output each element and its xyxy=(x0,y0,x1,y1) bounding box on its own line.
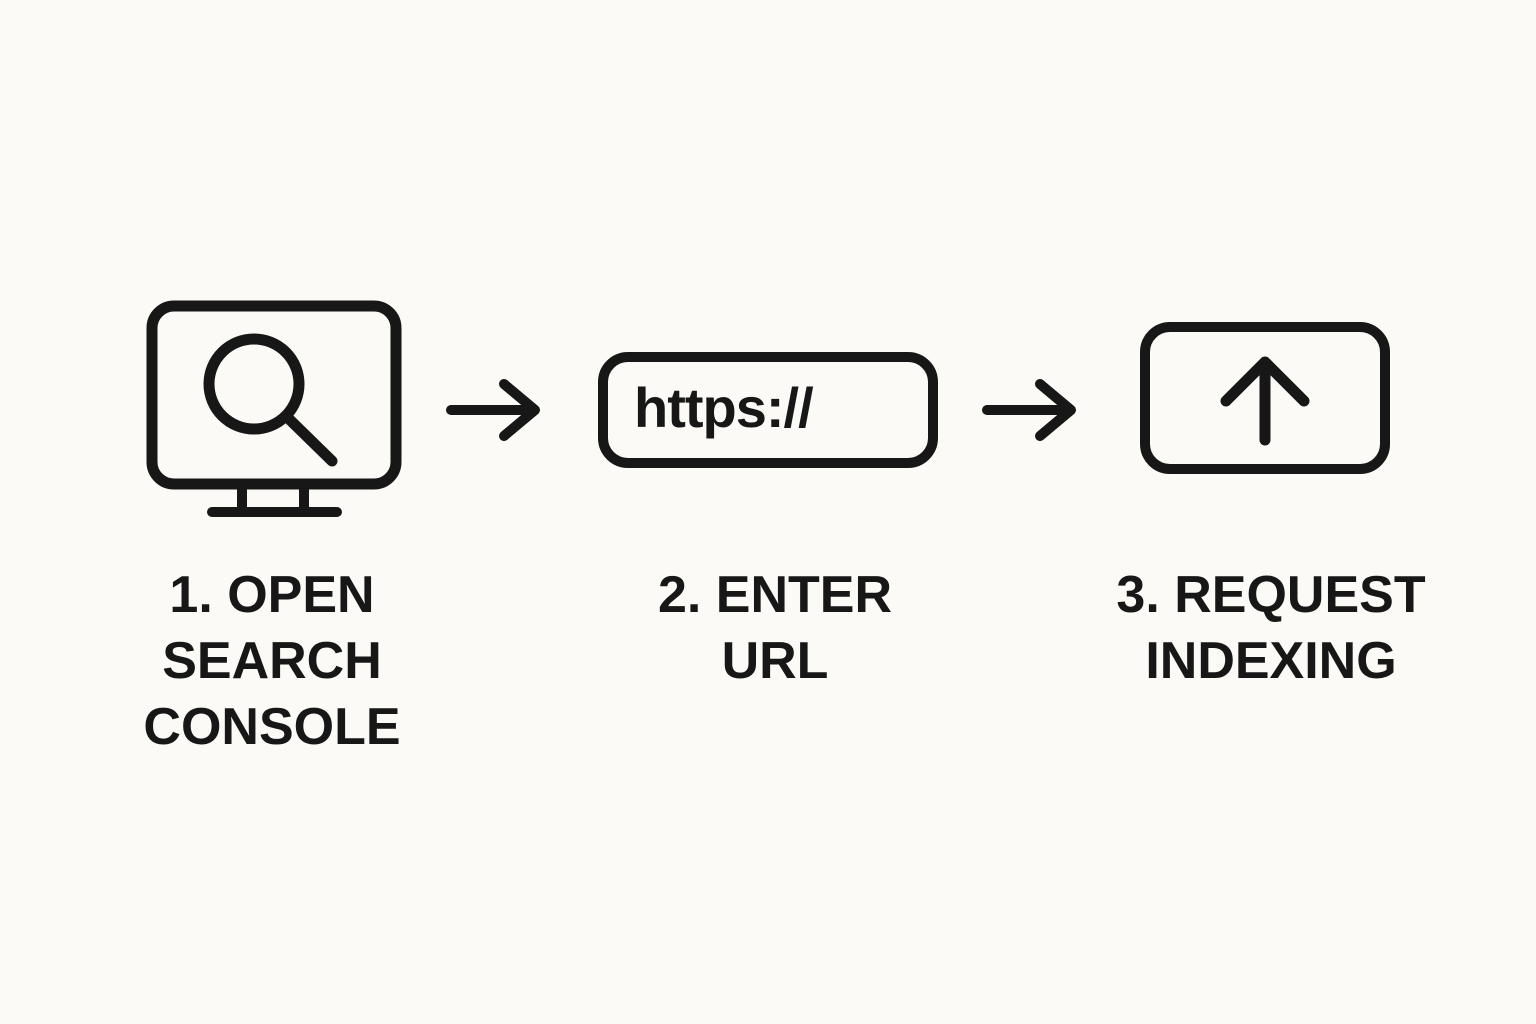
url-address-field-icon: https:// xyxy=(598,352,938,468)
url-field-text: https:// xyxy=(634,376,814,439)
step-2-label: 2. ENTER URL xyxy=(657,566,893,690)
step-1-label: 1. OPEN SEARCH CONSOLE xyxy=(143,566,401,756)
right-arrow-icon xyxy=(444,377,544,443)
step-3-label: 3. REQUEST INDEXING xyxy=(1116,566,1426,690)
right-arrow-icon xyxy=(980,377,1080,443)
up-arrow-icon xyxy=(1220,356,1310,446)
upload-arrow-button-icon xyxy=(1140,322,1390,474)
monitor-with-magnifier-icon xyxy=(146,300,402,522)
